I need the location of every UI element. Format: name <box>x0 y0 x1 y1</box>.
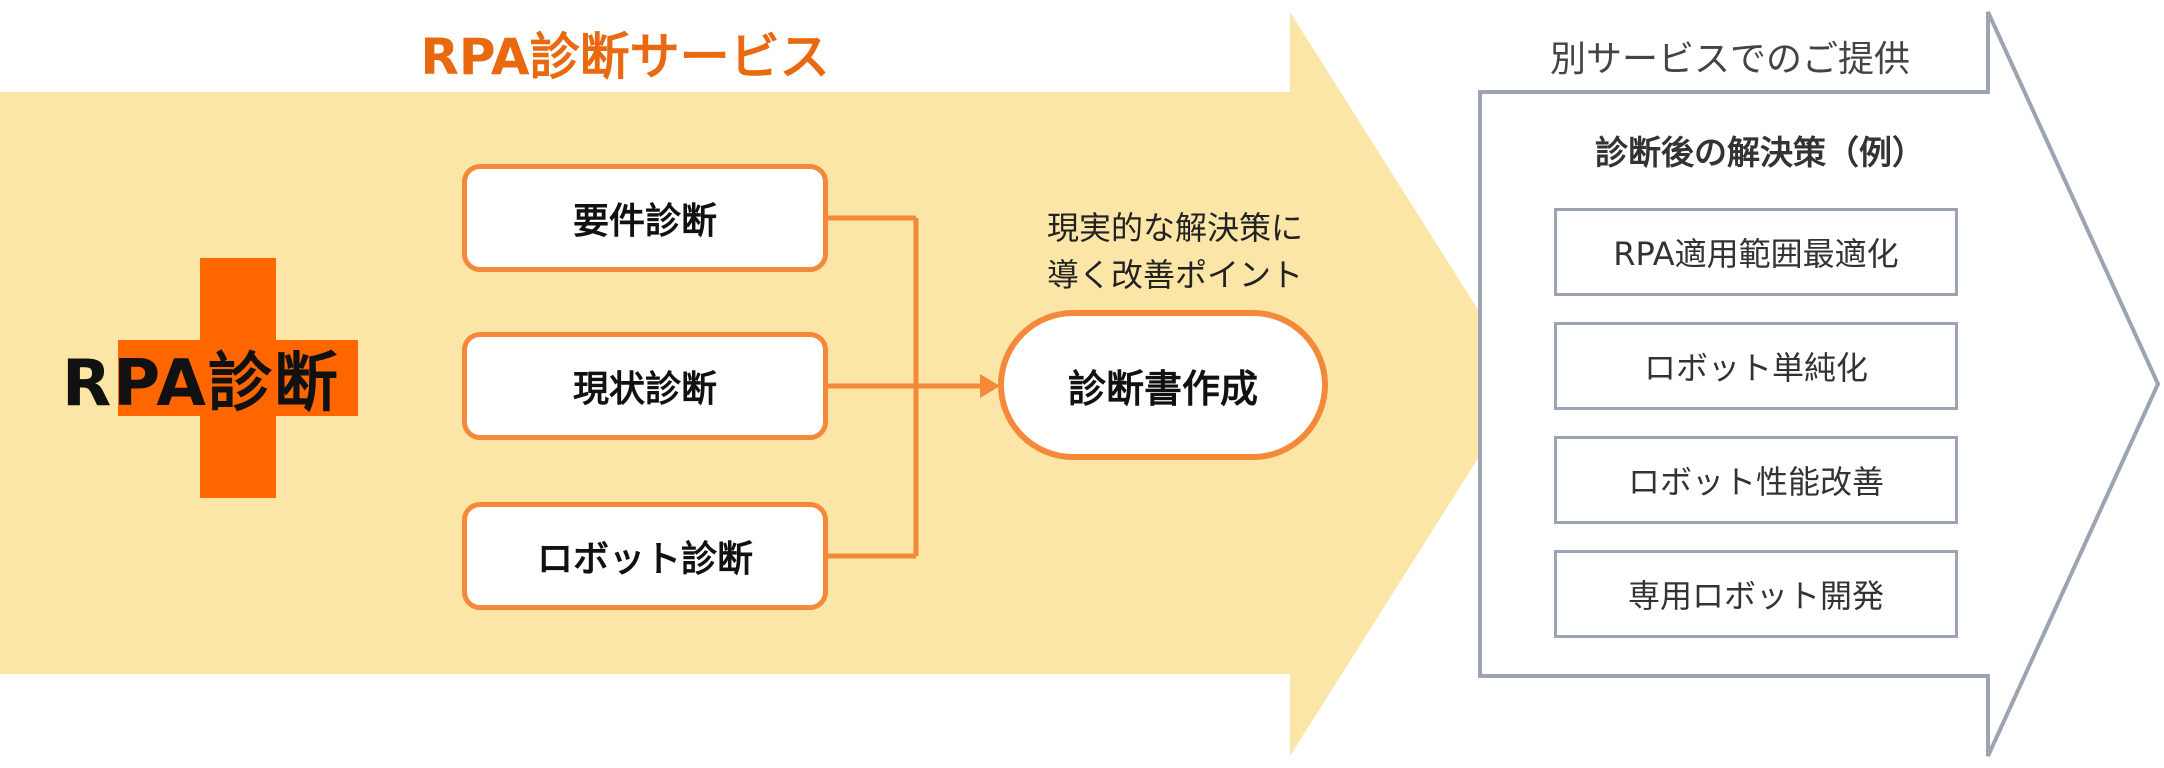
solutions-title: 診断後の解決策（例） <box>1595 133 1925 172</box>
flow-connectors <box>828 215 986 559</box>
solution-item: ロボット性能改善 <box>1554 436 1958 524</box>
service-title: RPA診断サービス <box>420 28 830 86</box>
solution-item: 専用ロボット開発 <box>1554 550 1958 638</box>
improvement-note: 現実的な解決策に 導く改善ポイント <box>990 205 1360 299</box>
robot-diagnosis-box: ロボット診断 <box>462 502 828 610</box>
flow-arrowhead <box>980 374 1000 398</box>
logo-cross-vertical <box>200 258 276 498</box>
logo-text: RPA診断 <box>62 347 340 421</box>
requirements-diagnosis-box: 要件診断 <box>462 164 828 272</box>
report-creation-node: 診断書作成 <box>998 310 1328 460</box>
note-line-2: 導く改善ポイント <box>1046 256 1303 294</box>
solution-item: RPA適用範囲最適化 <box>1554 208 1958 296</box>
solution-item: ロボット単純化 <box>1554 322 1958 410</box>
current-state-diagnosis-box: 現状診断 <box>462 332 828 440</box>
note-line-1: 現実的な解決策に <box>1046 209 1303 247</box>
other-service-title: 別サービスでのご提供 <box>1549 39 1910 80</box>
